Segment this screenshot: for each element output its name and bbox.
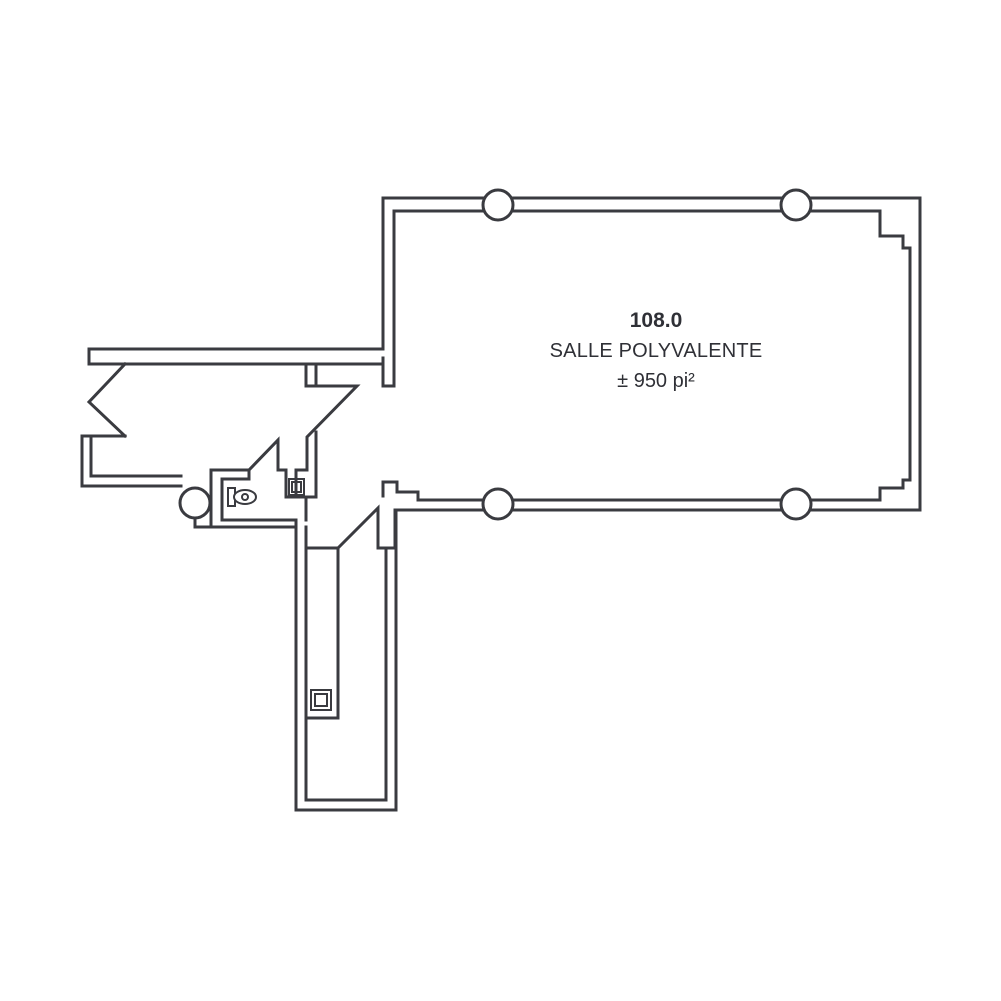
left-corridor-top-wall: [87, 347, 385, 366]
hall-door-jamb: [381, 356, 396, 388]
room-number: 108.0: [629, 309, 683, 332]
hall-inner-wall: [381, 209, 912, 502]
toilet-icon: [227, 487, 257, 507]
washroom-wall: [193, 468, 398, 812]
circle-column-icon: [779, 487, 813, 521]
washroom-door-swing: [246, 436, 308, 522]
left-corridor-outer-wall: [80, 434, 183, 488]
circle-column-icon: [481, 487, 515, 521]
circle-column-icon: [481, 188, 515, 222]
sink-icon: [310, 689, 332, 711]
corridor-inner-wall: [304, 504, 388, 802]
corridor-partition: [304, 362, 361, 472]
room-name: SALLE POLYVALENTE: [549, 340, 763, 362]
counter: [304, 546, 340, 720]
entry-door-swing: [86, 361, 128, 439]
room-area: ± 950 pi²: [617, 370, 695, 392]
sink-icon: [288, 478, 305, 496]
circle-column-icon: [178, 486, 212, 520]
room-label: 108.0 SALLE POLYVALENTE ± 950 pi²: [506, 306, 806, 396]
circle-column-icon: [779, 188, 813, 222]
